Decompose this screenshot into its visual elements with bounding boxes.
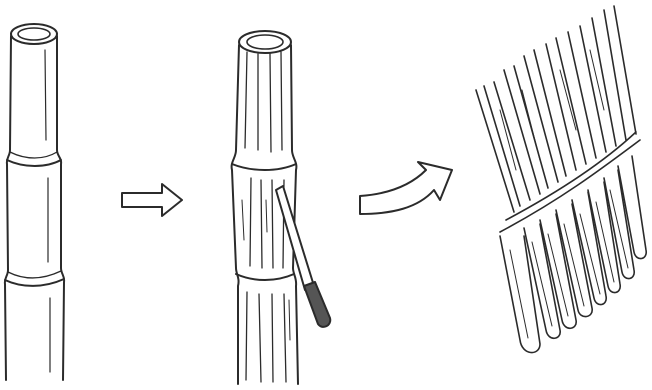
straight-arrow-icon [122, 184, 182, 216]
bamboo-stalk-icon [5, 24, 64, 380]
bamboo-split-with-knife-icon [232, 31, 331, 384]
bamboo-strips-fan-icon [476, 6, 646, 353]
curved-arrow-icon [360, 162, 452, 214]
